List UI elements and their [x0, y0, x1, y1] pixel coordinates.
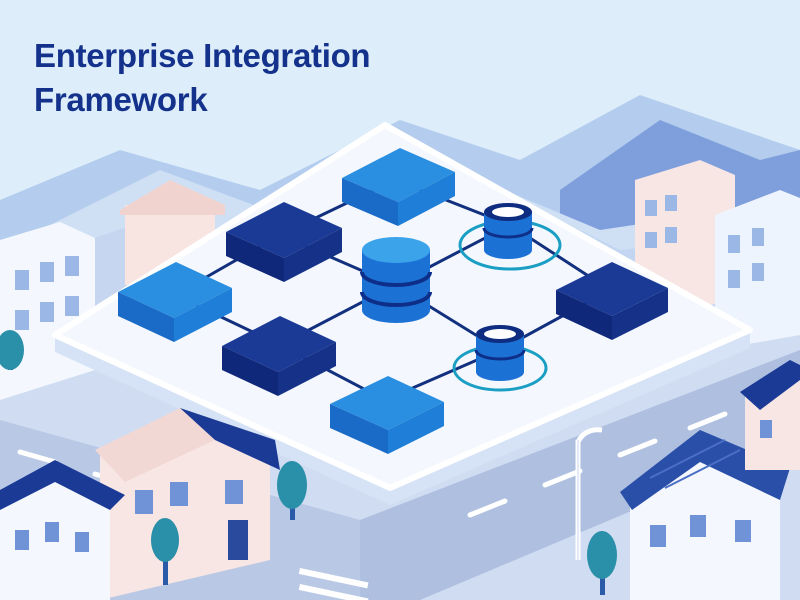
- tree-icon: [151, 518, 179, 585]
- building-right-blue: [715, 190, 800, 350]
- tree-icon: [587, 531, 617, 595]
- house-icon: [95, 408, 280, 600]
- tree-icon: [0, 330, 24, 370]
- server-block-icon: [556, 262, 668, 340]
- server-block-icon: [118, 262, 232, 342]
- tree-icon: [277, 461, 307, 520]
- page-title: Enterprise Integration Framework: [34, 34, 454, 122]
- street-lamp-icon: [575, 427, 603, 560]
- server-block-icon: [342, 148, 455, 226]
- database-cylinder-icon: [482, 201, 534, 261]
- server-block-icon: [330, 376, 444, 454]
- title-line-1: Enterprise Integration: [34, 37, 371, 74]
- server-block-icon: [226, 202, 342, 282]
- house-icon: [0, 460, 125, 600]
- server-block-icon: [222, 316, 336, 396]
- database-cylinder-icon: [360, 235, 432, 325]
- house-icon: [740, 360, 800, 470]
- database-cylinder-icon: [474, 323, 526, 383]
- title-line-2: Framework: [34, 81, 208, 118]
